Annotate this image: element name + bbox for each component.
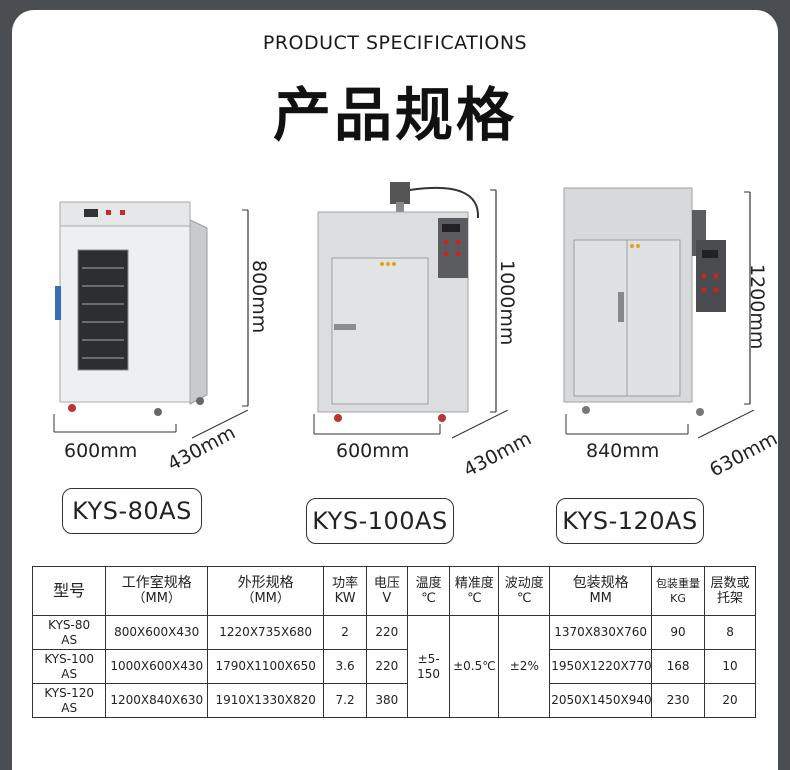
height-label-kys-120as: 1200mm [746,264,768,350]
cell-power: 3.6 [323,649,367,684]
oven-kys-80as-image [55,201,249,416]
col-header-accuracy: 精准度℃ [449,566,500,616]
cell-voltage: 380 [365,683,408,718]
width-line-kys-100as [313,410,509,439]
col-header-chamber: 工作室规格（MM） [105,566,209,616]
cell-fluct: ±2% [498,615,551,718]
cell-outer: 1910X1330X820 [207,683,325,718]
cell-chamber: 800X600X430 [105,615,209,650]
height-label-kys-80as: 800mm [248,260,270,334]
col-header-model: 型号 [31,566,107,616]
cell-layers: 10 [704,649,756,684]
cell-weight: 230 [651,683,706,718]
height-label-kys-100as: 1000mm [496,260,518,346]
subtitle: PRODUCT SPECIFICATIONS [262,32,528,54]
col-header-temp: 温度℃ [406,566,451,616]
cell-power: 7.2 [323,683,367,718]
cell-weight: 90 [651,615,706,650]
col-header-layers: 层数或托架 [704,566,756,616]
model-badge-kys-120as: KYS-120AS [556,498,704,544]
cell-voltage: 220 [365,649,408,684]
model-badge-kys-80as: KYS-80AS [62,488,202,534]
oven-kys-120as-image [563,187,751,416]
col-header-fluct: 波动度℃ [498,566,551,616]
width-label-kys-100as: 600mm [336,440,410,462]
width-line-kys-120as [565,410,755,439]
cell-voltage: 220 [365,615,408,650]
width-line-kys-80as [53,410,249,439]
cell-pack: 1370X830X760 [549,615,653,650]
cell-power: 2 [323,615,367,650]
width-label-kys-80as: 600mm [64,440,138,462]
cell-accuracy: ±0.5℃ [449,615,500,718]
cell-chamber: 1200X840X630 [105,683,209,718]
cell-pack: 1950X1220X770 [549,649,653,684]
cell-weight: 168 [651,649,706,684]
page-title: 产品规格 [272,81,517,149]
width-label-kys-120as: 840mm [586,440,660,462]
cell-layers: 20 [704,683,756,718]
cell-outer: 1790X1100X650 [207,649,325,684]
oven-kys-100as-image [317,182,497,422]
cell-temp: ±5-150 [406,615,451,718]
model-badge-kys-100as: KYS-100AS [306,498,454,544]
col-header-outer: 外形规格（MM） [207,566,325,616]
cell-pack: 2050X1450X940 [549,683,653,718]
spec-card: PRODUCT SPECIFICATIONS 产品规格 800mm 600mm … [12,10,781,770]
cell-layers: 8 [704,615,756,650]
cell-outer: 1220X735X680 [207,615,325,650]
cell-chamber: 1000X600X430 [105,649,209,684]
